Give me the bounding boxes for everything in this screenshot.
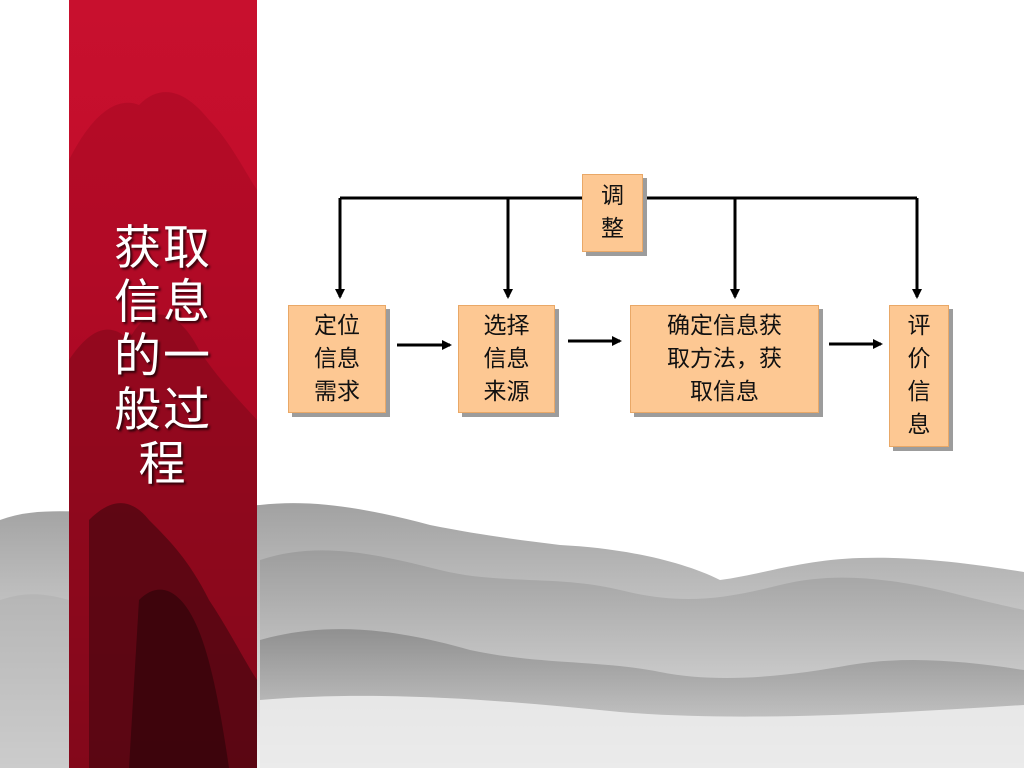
step-evaluate: 评 价 信 息 (889, 305, 949, 447)
slide-title: 获取 信息 的一 般过 程 (114, 221, 212, 492)
title-banner: 获取 信息 的一 般过 程 (69, 0, 257, 768)
step-define-needs: 定位 信息 需求 (288, 305, 386, 413)
step-select-sources: 选择 信息 来源 (458, 305, 555, 413)
step-determine-method: 确定信息获 取方法，获 取信息 (630, 305, 819, 413)
adjust-box: 调 整 (582, 174, 643, 252)
ink-mountain-decoration (69, 92, 257, 768)
